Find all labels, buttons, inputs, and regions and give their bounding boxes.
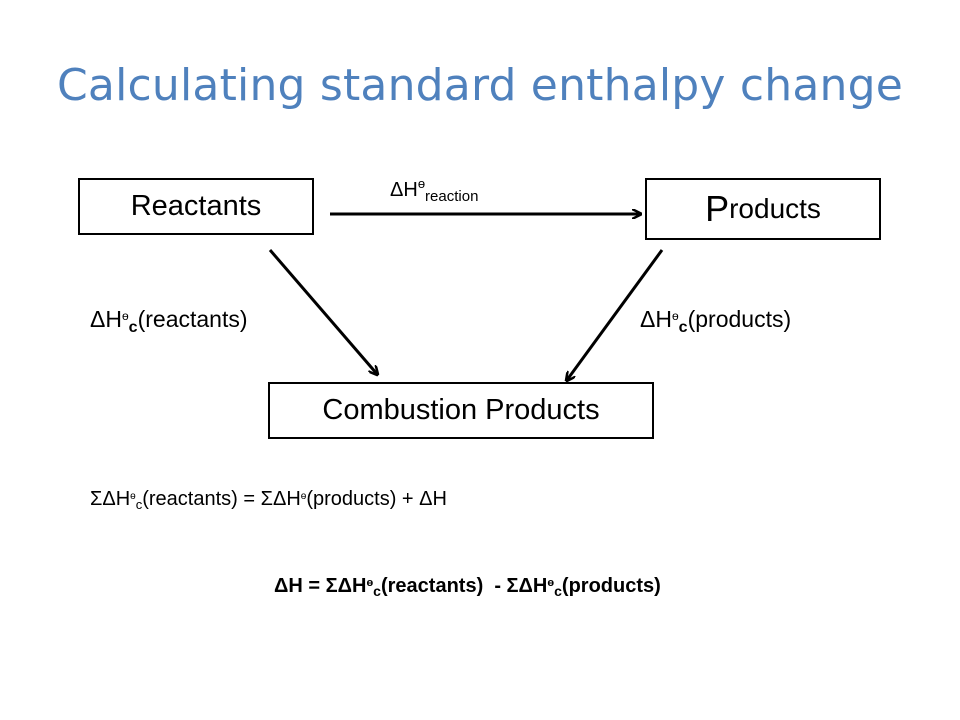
reactants-box: Reactants [78, 178, 314, 235]
reactants-combustion-arrow [268, 249, 377, 374]
combustion-products-label: Combustion Products [322, 394, 600, 426]
hess-equation: ΣΔHөc(reactants) = ΣΔHө(products) + ΔH [90, 488, 447, 512]
products-label-rest: roducts [729, 193, 821, 224]
combustion-products-box: Combustion Products [268, 382, 654, 439]
products-combustion-label: ΔHөc(products) [640, 306, 792, 336]
products-combustion-arrow [567, 249, 664, 380]
products-label-initial: P [705, 188, 730, 229]
reactants-combustion-label: ΔHөc(reactants) [90, 306, 248, 336]
reaction-enthalpy-label: ΔHөreaction [390, 176, 479, 205]
enthalpy-result-equation: ΔH = ΣΔHөc(reactants) - ΣΔHөc(products) [274, 575, 661, 599]
reactants-label: Reactants [130, 190, 262, 222]
slide-title: Calculating standard enthalpy change [57, 60, 903, 111]
